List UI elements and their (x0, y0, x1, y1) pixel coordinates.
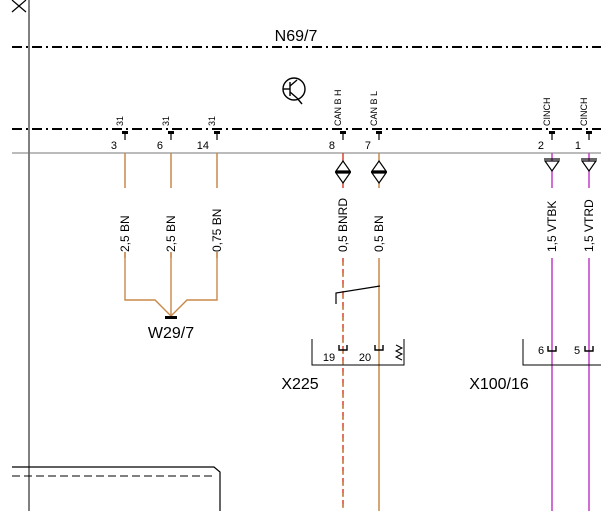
connector-socket (547, 346, 557, 352)
transistor-icon (282, 77, 306, 105)
pin-signal-label: CINCH (579, 98, 589, 127)
connector-x100-16-pin-5: 5 (574, 345, 580, 357)
connector-x225-pin-19: 19 (323, 352, 335, 364)
connector-socket (584, 346, 594, 352)
ground-junction (124, 252, 218, 317)
corner-cross-icon (11, 0, 27, 13)
wire-label: 0,5 BN (372, 215, 386, 252)
pin-number: 3 (111, 140, 117, 152)
arrow-down (543, 160, 561, 173)
connector-x225-label: X225 (281, 376, 318, 393)
lower-component-frame (12, 466, 221, 511)
wire-4: 0,5 BNRD (336, 153, 350, 511)
pins-layer: 31 3 31 6 31 14 CAN B H 8 CAN B L 7 CINCH 2 CINCH 1 (111, 89, 592, 152)
pin-8: CAN B H 8 (329, 89, 346, 152)
pin-number: 6 (157, 140, 163, 152)
pin-3: 31 3 (111, 116, 128, 152)
connector-x225: 19 20 X225 (281, 339, 405, 393)
wire-2: 2,5 BN (164, 153, 178, 258)
wire-7: 1,5 VTRD (582, 153, 596, 511)
pin-number: 14 (197, 140, 209, 152)
arrow-down (370, 172, 388, 185)
wire-label: 2,5 BN (118, 215, 132, 252)
wire-1: 2,5 BN (118, 153, 132, 258)
wires-layer: 2,5 BN 2,5 BN 0,75 BN 0,5 BNRD 0,5 BN 1,5 VTB… (118, 153, 598, 511)
connector-x100-16-label: X100/16 (469, 376, 529, 393)
can-bidirectional-icon (370, 159, 388, 185)
pin-7: CAN B L 7 (365, 91, 382, 152)
twisted-pair-mark (335, 285, 381, 304)
pin-socket (340, 131, 346, 134)
pin-socket (586, 131, 592, 134)
pin-number: 2 (538, 140, 544, 152)
pin-14: 31 14 (197, 116, 220, 152)
wire-label: 0,5 BNRD (336, 198, 350, 252)
wire-3: 0,75 BN (210, 153, 224, 258)
wire-label: 1,5 VTRD (582, 199, 596, 252)
pin-signal-label: CINCH (542, 98, 552, 127)
connector-socket (338, 345, 348, 351)
pin-socket (549, 131, 555, 134)
cinch-output-icon (580, 158, 598, 173)
arrow-down (580, 160, 598, 173)
wire-label: 0,75 BN (210, 209, 224, 252)
ground-label: W29/7 (148, 325, 194, 342)
connector-x100-16: 6 5 X100/16 (469, 339, 601, 393)
connector-socket (374, 345, 384, 351)
arrow-down (334, 172, 352, 185)
pin-socket (122, 131, 128, 134)
pin-2: CINCH 2 (538, 98, 555, 152)
pin-signal-label: 31 (115, 116, 125, 126)
pin-6: 31 6 (157, 116, 174, 152)
pin-socket (376, 131, 382, 134)
pin-number: 7 (365, 140, 371, 152)
pin-socket (214, 131, 220, 134)
pin-signal-label: 31 (161, 116, 171, 126)
arrow-up (334, 159, 352, 172)
connector-x100-16-pin-6: 6 (538, 345, 544, 357)
ground-junction-node (165, 316, 177, 319)
pin-number: 8 (329, 140, 335, 152)
wire-label: 1,5 VTBK (545, 201, 559, 252)
wire-6: 1,5 VTBK (545, 153, 559, 511)
pin-signal-label: CAN B L (369, 91, 379, 126)
wire-label: 2,5 BN (164, 215, 178, 252)
pin-socket (168, 131, 174, 134)
pin-number: 1 (575, 140, 581, 152)
cinch-output-icon (543, 158, 561, 173)
pin-signal-label: 31 (207, 116, 217, 126)
wire-5: 0,5 BN (372, 153, 386, 511)
connector-x225-pin-20: 20 (359, 352, 371, 364)
pin-signal-label: CAN B H (333, 89, 343, 126)
arrow-up (370, 159, 388, 172)
pin-1: CINCH 1 (575, 98, 592, 152)
component-label: N69/7 (275, 28, 318, 45)
can-bidirectional-icon (334, 159, 352, 185)
